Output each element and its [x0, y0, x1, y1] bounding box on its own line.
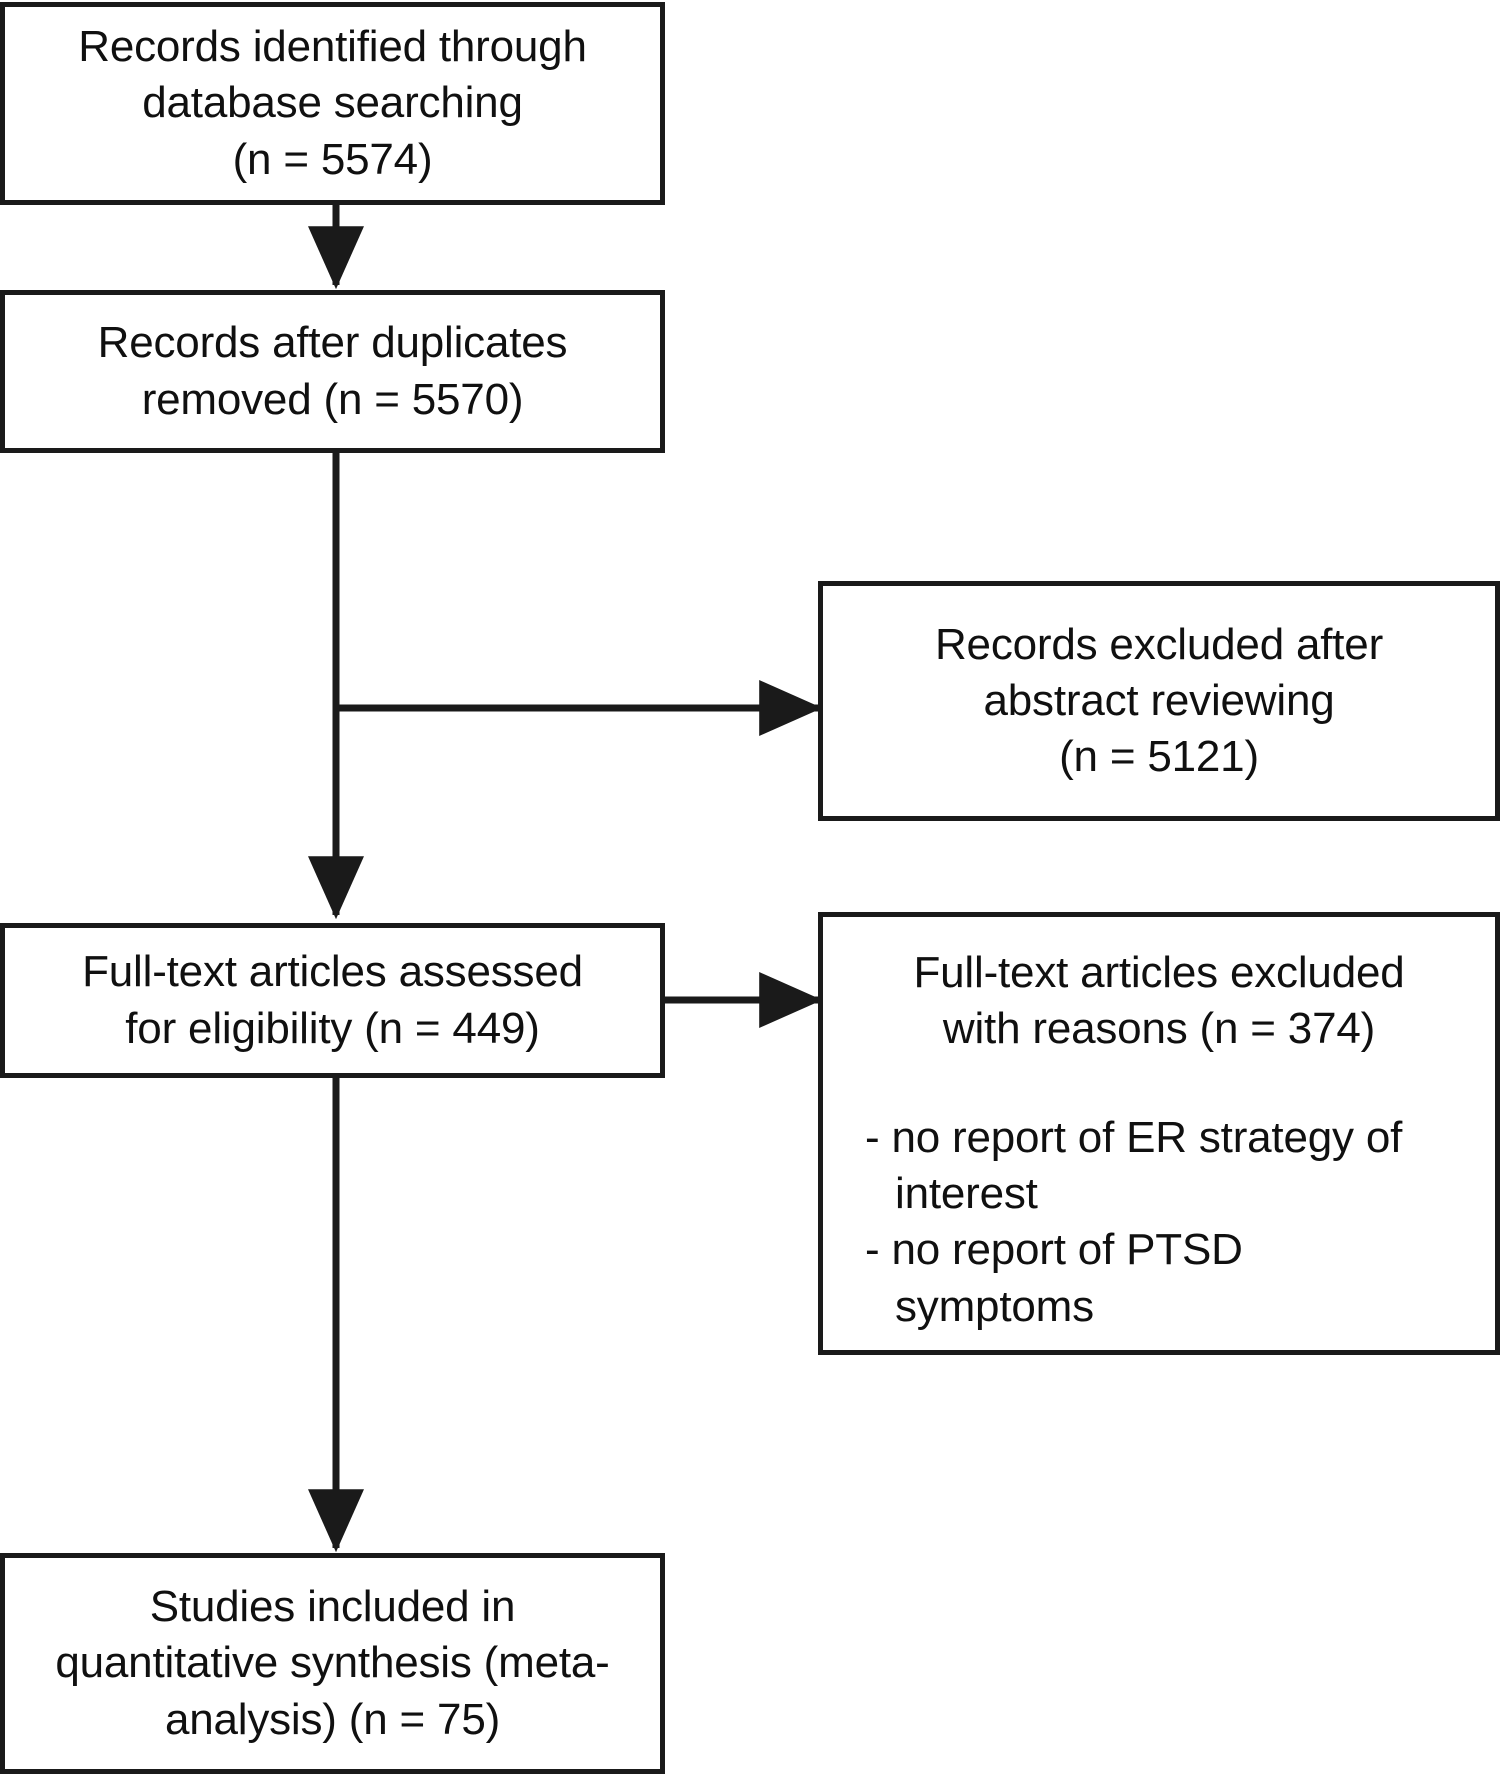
box-records-excluded-abstract: Records excluded after abstract reviewin…: [818, 581, 1500, 821]
reason-1-line-1: - no report of ER strategy of: [865, 1112, 1403, 1162]
records-after-duplicates-line-2: removed (n = 5570): [141, 374, 524, 424]
studies-included-line-1: Studies included in: [149, 1582, 516, 1632]
records-identified-line-1: Records identified through: [78, 22, 587, 72]
reason-1-line-2: interest: [895, 1168, 1038, 1218]
box-full-text-excluded: Full-text articles excluded with reasons…: [818, 912, 1500, 1355]
studies-included-line-3: analysis) (n = 75): [164, 1694, 501, 1744]
box-records-after-duplicates: Records after duplicates removed (n = 55…: [0, 290, 665, 453]
records-identified-line-3: (n = 5574): [232, 134, 433, 184]
studies-included-line-2: quantitative synthesis (meta-: [55, 1638, 610, 1688]
records-identified-line-2: database searching: [142, 78, 523, 128]
box-records-identified: Records identified through database sear…: [0, 2, 665, 205]
records-excluded-abstract-line-1: Records excluded after: [934, 619, 1384, 669]
full-text-excluded-heading-line-2: with reasons (n = 374): [942, 1004, 1376, 1054]
full-text-assessed-line-1: Full-text articles assessed: [82, 947, 583, 997]
full-text-assessed-line-2: for eligibility (n = 449): [125, 1003, 540, 1053]
records-excluded-abstract-line-2: abstract reviewing: [983, 675, 1335, 725]
box-studies-included: Studies included in quantitative synthes…: [0, 1553, 665, 1774]
records-after-duplicates-line-1: Records after duplicates: [97, 318, 568, 368]
records-excluded-abstract-line-3: (n = 5121): [1059, 732, 1259, 782]
full-text-excluded-reason-list: - no report of ER strategy of interest -…: [823, 1110, 1495, 1335]
box-full-text-assessed: Full-text articles assessed for eligibil…: [0, 923, 665, 1078]
reason-2-line-2: symptoms: [895, 1281, 1094, 1331]
full-text-excluded-heading: Full-text articles excluded with reasons…: [823, 945, 1495, 1058]
full-text-excluded-heading-line-1: Full-text articles excluded: [913, 948, 1405, 997]
reason-2-line-1: - no report of PTSD: [865, 1225, 1243, 1275]
